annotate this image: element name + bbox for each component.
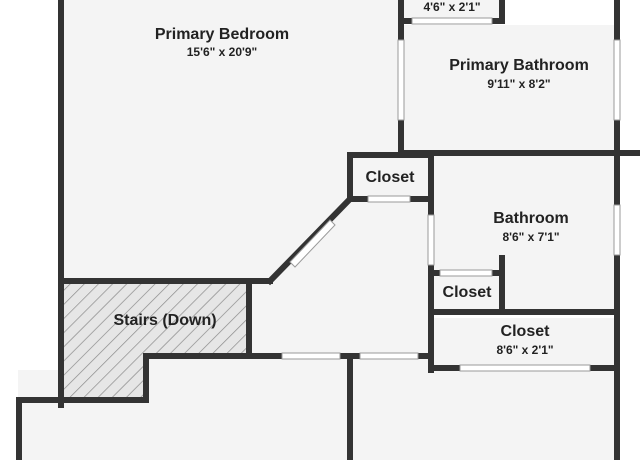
wall-diagonal <box>265 152 433 286</box>
room-name: Closet <box>443 284 493 301</box>
room-dims: 4'6" x 2'1" <box>423 0 480 14</box>
room-dims: 8'6" x 2'1" <box>496 343 553 357</box>
room-name: Bathroom <box>493 210 569 227</box>
closet-bottom-floor <box>430 318 615 368</box>
bathroom-floor <box>430 155 615 310</box>
primary-bathroom-floor <box>403 25 615 155</box>
stairs-area-lower <box>64 353 144 399</box>
opening-closet-bottom <box>459 364 591 372</box>
closet-top-floor <box>403 0 500 18</box>
room-name: Primary Bedroom <box>155 26 289 43</box>
room-name: Closet <box>501 323 551 340</box>
opening-closet-small <box>439 269 493 277</box>
window-bedroom-bath <box>397 39 405 121</box>
room-name: Primary Bathroom <box>449 57 589 74</box>
window-closet-top <box>411 17 493 25</box>
opening-hall-south-b <box>359 352 419 360</box>
opening-diagonal <box>289 219 336 268</box>
room-name: Closet <box>366 169 416 186</box>
room-dims: 15'6" x 20'9" <box>187 45 257 59</box>
opening-hall-south-a <box>281 352 341 360</box>
wall-stairs-bottom <box>16 353 149 460</box>
window-primary-bath-east <box>613 39 621 121</box>
window-bath-east <box>613 204 621 256</box>
room-name: Stairs (Down) <box>113 312 216 329</box>
windows <box>281 17 621 372</box>
opening-closet-hall <box>367 195 411 203</box>
stairs-area <box>64 283 250 353</box>
room-dims: 9'11" x 8'2" <box>487 77 550 91</box>
opening-bath-west <box>427 214 435 266</box>
closet-hall-floor <box>350 155 430 199</box>
room-dims: 8'6" x 7'1" <box>502 230 559 244</box>
room-labels: Primary Bedroom 15'6" x 20'9" 4'6" x 2'1… <box>113 0 588 357</box>
